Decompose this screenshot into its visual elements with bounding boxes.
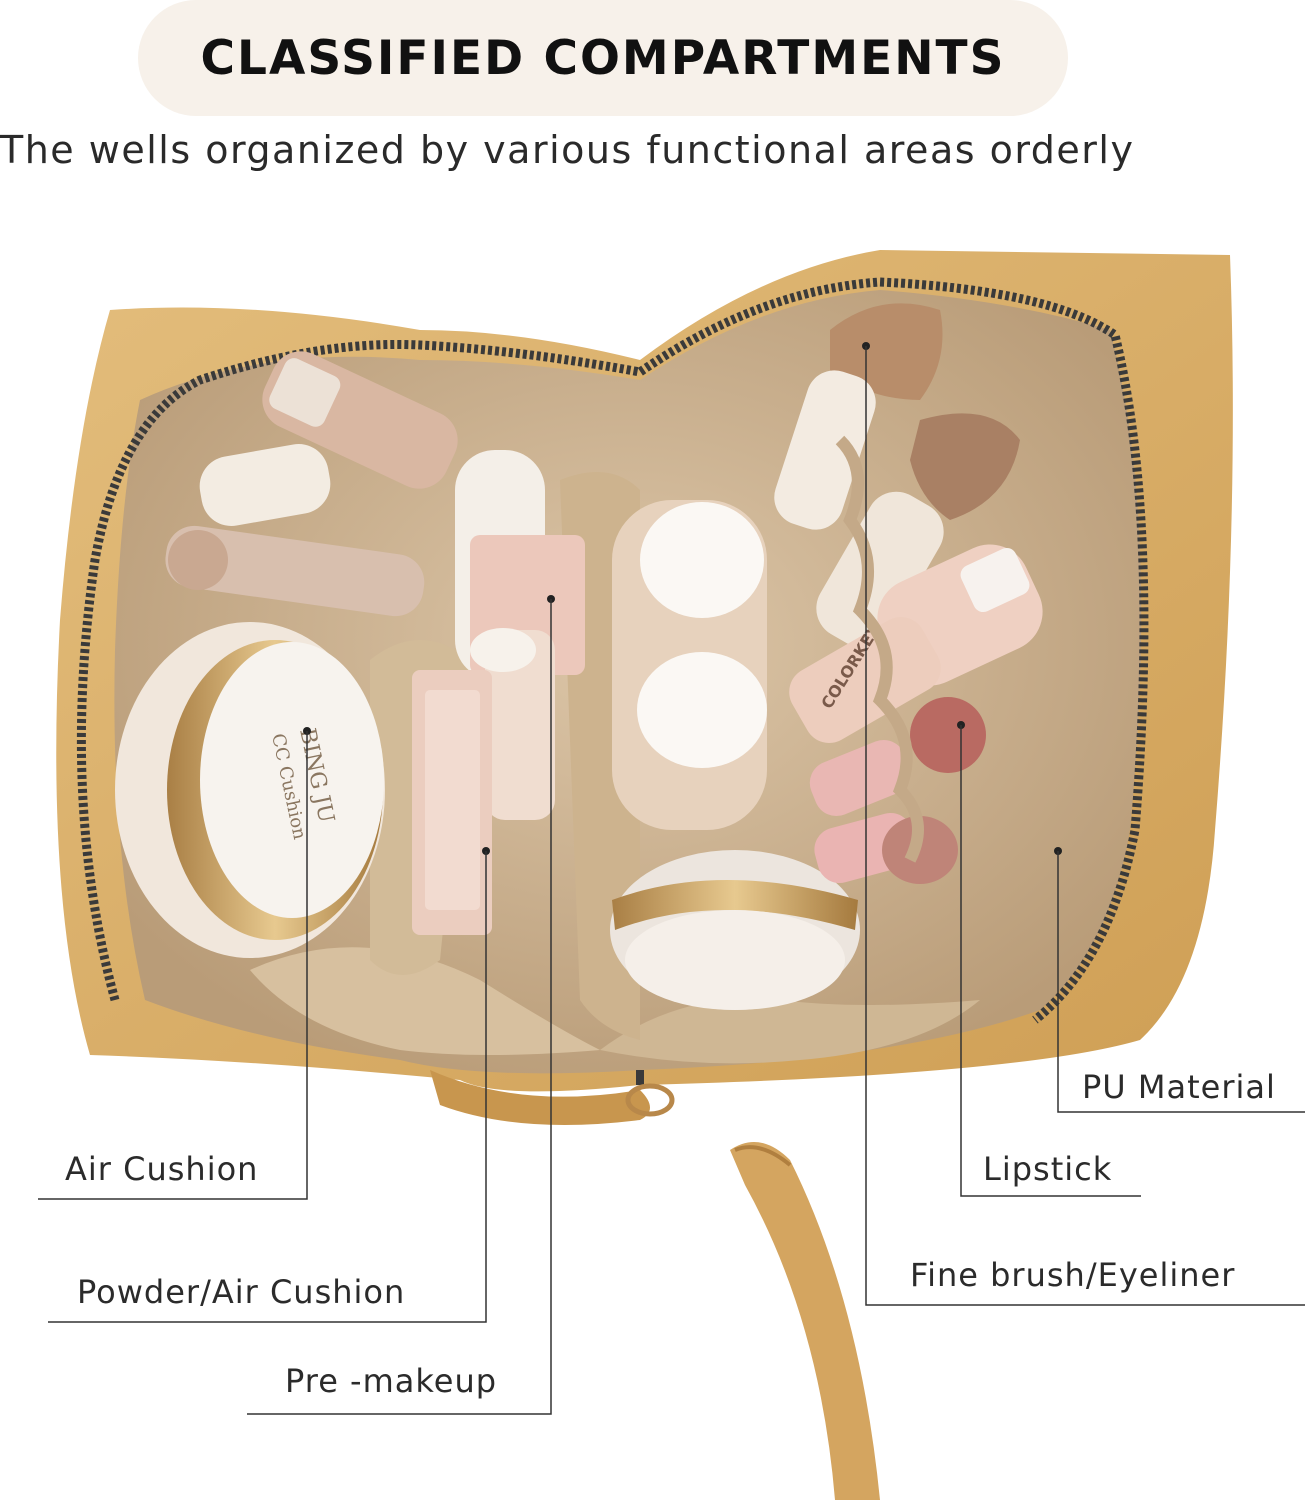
air-cushion-compact: BING JU CC Cushion	[115, 622, 385, 958]
callout-powder-air-cushion: Powder/Air Cushion	[77, 1273, 406, 1311]
title-pill: CLASSIFIED COMPARTMENTS	[138, 0, 1068, 116]
callout-pu-material: PU Material	[1082, 1068, 1276, 1106]
callout-lines	[38, 346, 1305, 1415]
zipper-pull	[625, 1083, 880, 1500]
zipper	[76, 277, 1149, 1024]
powder-compact-bottom	[610, 850, 860, 1010]
callout-lipstick: Lipstick	[983, 1150, 1113, 1188]
callout-pre-makeup: Pre -makeup	[285, 1362, 498, 1400]
callout-fine-brush-eyeliner: Fine brush/Eyeliner	[910, 1256, 1236, 1294]
callout-air-cushion: Air Cushion	[65, 1150, 259, 1188]
right-pocket: COLORKEY	[774, 303, 1043, 884]
center-bottles	[412, 450, 767, 935]
left-tubes	[165, 351, 458, 617]
page-title: CLASSIFIED COMPARTMENTS	[200, 30, 1006, 86]
page-subtitle: The wells organized by various functiona…	[0, 128, 1135, 172]
